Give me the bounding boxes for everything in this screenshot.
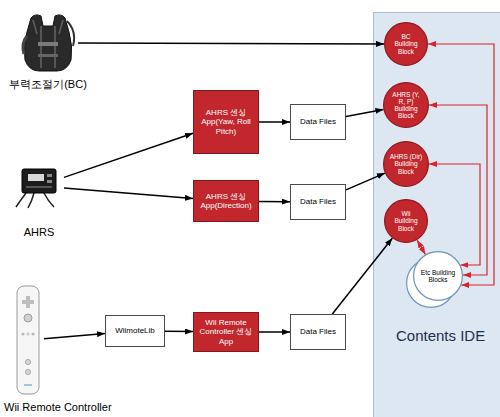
label-holder: Contents IDE — [396, 327, 485, 344]
data-flow-arrow — [332, 238, 392, 314]
text-group: Wii Building Block — [390, 210, 422, 231]
label-holder: Wii Remote Controller — [4, 401, 112, 413]
block-link-arrow — [429, 164, 480, 265]
data-files-box: Data Files — [290, 104, 346, 140]
front-circle — [385, 23, 428, 66]
data-flow-arrow — [64, 188, 193, 198]
data-files-box: Data Files — [290, 314, 346, 350]
data-flow-arrow — [64, 133, 193, 177]
text-group: AHRS (Y, R, P) Building Block — [389, 91, 423, 120]
wii-remote-illustration — [12, 284, 44, 396]
data-flow-arrow — [78, 42, 384, 44]
circle-text: Wii Building Block — [390, 210, 422, 231]
text-group: Etc Building Blocks — [420, 269, 457, 283]
front-circle — [384, 83, 429, 128]
block-link-arrow — [428, 44, 494, 285]
box-text: AHRS 센싱 App(Direction) — [194, 192, 258, 210]
text-group: Data Files — [300, 117, 336, 126]
text-group: Wii Remote Controller 센싱 App — [194, 318, 258, 346]
block-link-arrow — [417, 240, 425, 254]
ahrs-illustration — [14, 163, 64, 209]
data-flow-arrow — [346, 109, 383, 116]
front-circle — [385, 200, 428, 243]
front-circle — [384, 142, 429, 187]
building-block-circle: AHRS (Dir) Building Block — [383, 141, 429, 187]
data-flow-arrow — [44, 334, 105, 339]
building-block-circle: AHRS (Y, R, P) Building Block — [383, 82, 429, 128]
text-group: BC Building Block — [390, 33, 422, 54]
etc-block-circles: Etc Building Blocks — [413, 251, 463, 301]
front-circle — [414, 252, 463, 301]
box-text: AHRS 센싱 App(Yaw, Roll Pitch) — [194, 108, 258, 136]
data-flow-arrow — [259, 331, 290, 333]
box-text: WiimoteLib — [115, 326, 155, 335]
ahrs-device: AHRS — [14, 163, 64, 209]
bc-vest-illustration — [18, 12, 78, 74]
circle-text: BC Building Block — [390, 33, 422, 54]
building-block-circle: Wii Building Block — [384, 199, 428, 243]
sensing-app-box: Wii Remote Controller 센싱 App — [193, 312, 259, 352]
text-group: AHRS 센싱 App(Direction) — [194, 192, 258, 210]
library-box: WiimoteLib — [105, 315, 165, 347]
text-group: Data Files — [300, 327, 336, 336]
box-text: Data Files — [300, 117, 336, 126]
text-group: AHRS (Dir) Building Block — [389, 153, 423, 174]
box-text: Data Files — [300, 327, 336, 336]
circle-text: Etc Building Blocks — [420, 269, 457, 283]
data-flow-arrow — [259, 121, 290, 123]
ide-panel: Contents IDE BC Building BlockAHRS (Y, R,… — [373, 12, 500, 417]
data-flow-arrow — [346, 173, 385, 190]
data-flow-arrow — [259, 201, 290, 203]
box-text: Data Files — [300, 197, 336, 206]
box-text: Wii Remote Controller 센싱 App — [194, 318, 258, 346]
sensing-app-box: AHRS 센싱 App(Yaw, Roll Pitch) — [193, 90, 259, 154]
label-holder: AHRS — [24, 226, 55, 238]
device-label: Wii Remote Controller — [4, 401, 112, 413]
data-files-box: Data Files — [290, 184, 346, 220]
text-group: Contents IDE — [396, 327, 485, 344]
text-group: AHRS — [24, 226, 55, 238]
circle-text: AHRS (Dir) Building Block — [389, 153, 423, 174]
text-group: WiimoteLib — [115, 326, 155, 335]
data-flow-arrow — [165, 331, 193, 333]
device-label: 부력조절기(BC) — [9, 77, 87, 92]
text-group: Data Files — [300, 197, 336, 206]
panel-title: Contents IDE — [396, 327, 485, 344]
sensing-app-box: AHRS 센싱 App(Direction) — [193, 180, 259, 222]
device-label: AHRS — [24, 226, 55, 238]
text-group: AHRS 센싱 App(Yaw, Roll Pitch) — [194, 108, 258, 136]
building-block-circle: BC Building Block — [384, 22, 428, 66]
wii-remote-device: Wii Remote Controller — [12, 284, 44, 396]
text-group: Wii Remote Controller — [4, 401, 112, 413]
text-group: 부력조절기(BC) — [9, 77, 87, 92]
circle-text: AHRS (Y, R, P) Building Block — [389, 91, 423, 120]
label-holder: 부력조절기(BC) — [9, 77, 87, 92]
bc-device: 부력조절기(BC) — [18, 12, 78, 74]
block-link-arrow — [429, 105, 487, 275]
